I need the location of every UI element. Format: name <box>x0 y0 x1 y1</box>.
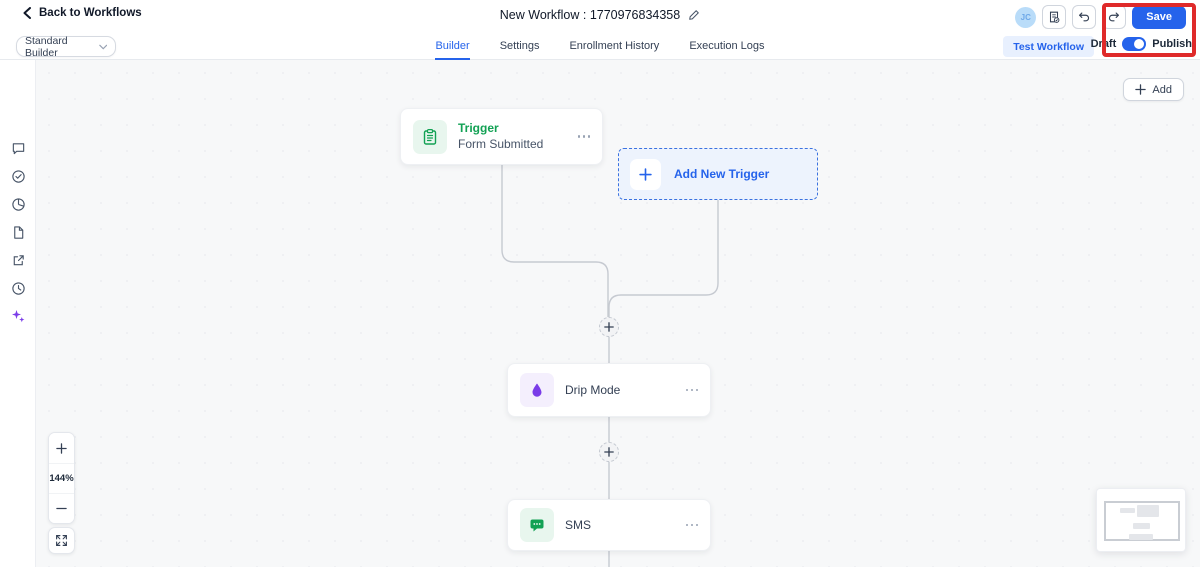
header-actions: JC Save <box>1015 5 1186 29</box>
trigger-node-text: Trigger Form Submitted <box>458 121 543 152</box>
plus-icon <box>1135 84 1147 95</box>
back-label: Back to Workflows <box>39 7 142 19</box>
tab-execution-logs[interactable]: Execution Logs <box>689 40 765 52</box>
workflow-title: New Workflow : 1770976834358 <box>499 8 681 22</box>
zoom-in-button[interactable] <box>49 433 74 463</box>
external-link-icon[interactable] <box>9 251 27 269</box>
undo-button[interactable] <box>1072 5 1097 29</box>
tab-enrollment-history[interactable]: Enrollment History <box>569 40 660 52</box>
connector-edges <box>501 165 719 567</box>
plus-icon <box>604 322 614 332</box>
check-circle-icon[interactable] <box>9 167 27 185</box>
chevron-down-icon <box>98 44 107 50</box>
zoom-controls: 144% <box>48 432 75 524</box>
add-new-trigger-button[interactable]: Add New Trigger <box>618 148 818 200</box>
draft-label: Draft <box>1090 38 1117 50</box>
zoom-out-button[interactable] <box>49 493 74 523</box>
avatar[interactable]: JC <box>1015 6 1037 28</box>
sms-bubble-icon <box>530 519 544 532</box>
toolbar: Standard Builder Builder Settings Enroll… <box>0 32 1200 60</box>
minus-icon <box>56 507 67 510</box>
trigger-node-subtitle: Form Submitted <box>458 136 544 151</box>
top-header: Back to Workflows New Workflow : 1770976… <box>0 0 1200 32</box>
toggle-knob <box>1134 39 1145 49</box>
trigger-node-menu-icon[interactable] <box>577 131 590 142</box>
trigger-node[interactable]: Trigger Form Submitted <box>400 108 603 165</box>
trigger-node-title: Trigger <box>458 120 499 135</box>
workflow-canvas[interactable]: Add Trigger Form Submitted Add New Trigg… <box>36 60 1200 567</box>
insert-step-button-2[interactable] <box>599 442 619 462</box>
test-workflow-button[interactable]: Test Workflow <box>1003 36 1094 57</box>
sms-node-menu-icon[interactable] <box>685 520 698 531</box>
sms-node-title: SMS <box>565 518 592 532</box>
save-button[interactable]: Save <box>1132 5 1186 29</box>
drip-node-title: Drip Mode <box>565 383 621 397</box>
publish-toggle[interactable] <box>1122 37 1147 51</box>
workflow-notes-button[interactable] <box>1042 5 1067 29</box>
redo-icon <box>1109 12 1120 22</box>
plus-icon <box>56 442 67 454</box>
add-trigger-plus-wrap <box>630 158 661 190</box>
zoom-level: 144% <box>49 463 74 493</box>
trigger-node-icon-wrap <box>413 119 447 154</box>
edit-pencil-icon[interactable] <box>688 9 700 21</box>
insert-step-button-1[interactable] <box>599 317 619 337</box>
sms-node[interactable]: SMS <box>507 499 711 551</box>
expand-icon <box>56 535 67 546</box>
drip-node-menu-icon[interactable] <box>685 385 698 396</box>
left-icon-rail <box>0 60 36 567</box>
back-to-workflows-button[interactable]: Back to Workflows <box>22 7 142 19</box>
add-node-button[interactable]: Add <box>1123 78 1184 101</box>
draft-publish-control: Draft Publish <box>1091 37 1192 51</box>
droplet-icon <box>532 383 542 397</box>
undo-icon <box>1079 12 1090 22</box>
tab-bar: Builder Settings Enrollment History Exec… <box>0 32 1200 60</box>
drip-mode-node[interactable]: Drip Mode <box>507 363 711 417</box>
minimap-viewport <box>1104 501 1180 541</box>
drip-node-icon-wrap <box>520 373 554 407</box>
plus-icon <box>604 447 614 457</box>
tab-settings[interactable]: Settings <box>499 40 540 52</box>
pie-chart-icon[interactable] <box>9 195 27 213</box>
fit-view-button[interactable] <box>48 527 75 554</box>
ai-assistant-sparkle-icon[interactable] <box>9 307 27 325</box>
sms-node-icon-wrap <box>520 508 554 542</box>
add-new-trigger-label: Add New Trigger <box>674 167 770 181</box>
document-icon[interactable] <box>9 223 27 241</box>
add-node-label: Add <box>1152 83 1172 96</box>
clipboard-icon <box>423 128 437 145</box>
redo-button[interactable] <box>1102 5 1127 29</box>
minimap[interactable] <box>1096 488 1186 552</box>
tab-builder[interactable]: Builder <box>435 32 470 60</box>
history-clock-icon[interactable] <box>9 279 27 297</box>
chevron-left-icon <box>23 7 31 19</box>
comment-icon[interactable] <box>9 139 27 157</box>
builder-mode-value: Standard Builder <box>25 34 68 59</box>
builder-mode-select[interactable]: Standard Builder <box>16 34 116 59</box>
plus-icon <box>639 167 652 181</box>
document-check-icon <box>1050 11 1060 23</box>
publish-label: Publish <box>1152 38 1192 50</box>
